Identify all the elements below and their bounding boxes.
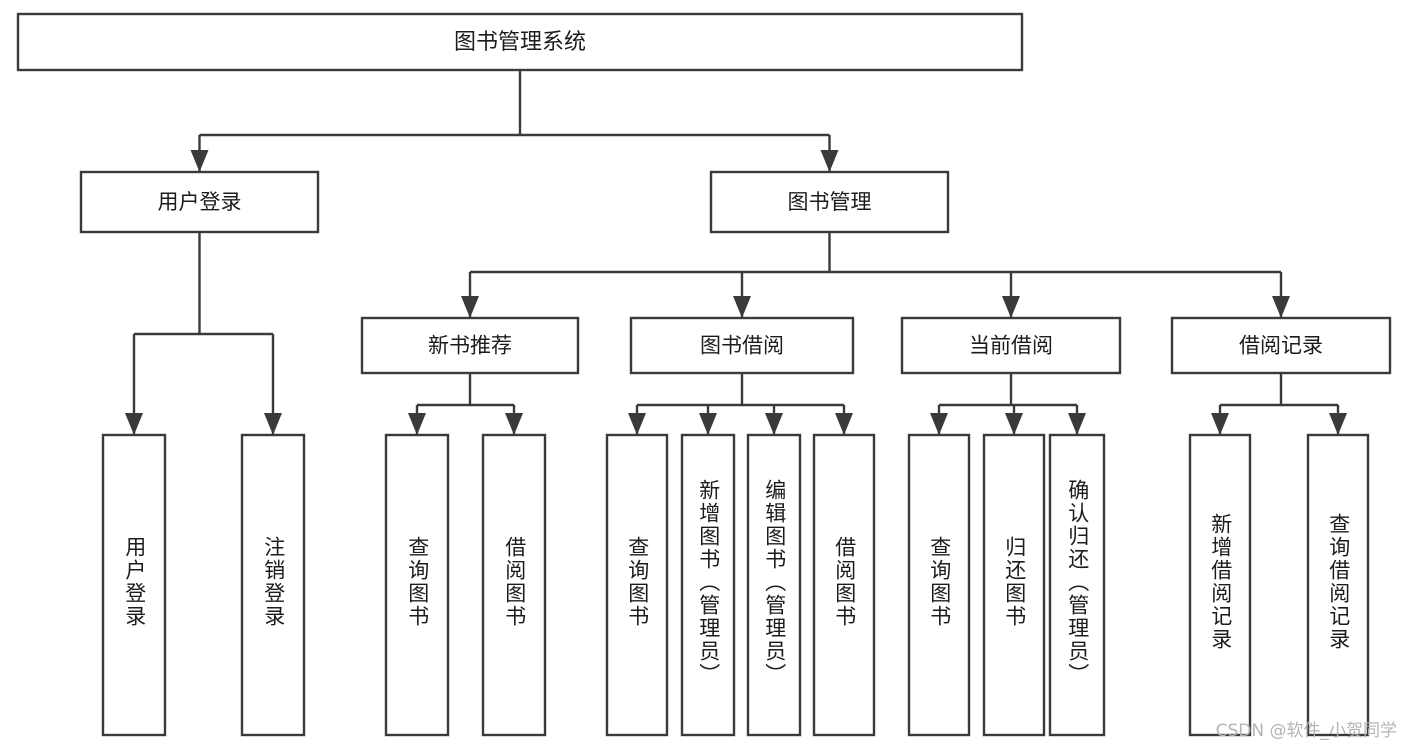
node-level3-rect[interactable]: [1170, 316, 1392, 375]
node-leaf-rect[interactable]: [907, 433, 971, 737]
node-level2-rect[interactable]: [709, 170, 950, 234]
node-root-rect[interactable]: [16, 12, 1024, 72]
node-level3-label-0: 新书推荐: [428, 334, 512, 358]
node-level2-label-0: 用户登录: [158, 190, 242, 214]
arrow-level2-to-level3-0: [461, 296, 479, 318]
arrow-new-books-to-leaf-1: [505, 413, 523, 435]
node-level2-0[interactable]: [79, 170, 320, 234]
node-leaf-7[interactable]: [812, 433, 876, 737]
node-leaf-rect[interactable]: [1306, 433, 1370, 737]
arrow-root-to-level2-0: [190, 150, 209, 172]
node-leaf-5[interactable]: [680, 433, 736, 737]
node-level3-label-1: 图书借阅: [700, 334, 784, 358]
node-leaf-rect[interactable]: [240, 433, 306, 737]
node-level2-1[interactable]: [709, 170, 950, 234]
node-leaf-10[interactable]: [1048, 433, 1106, 737]
arrow-root-to-level2-1: [820, 150, 839, 172]
node-leaf-rect[interactable]: [605, 433, 669, 737]
node-leaf-9[interactable]: [982, 433, 1046, 737]
node-level3-3[interactable]: [1170, 316, 1392, 375]
arrow-records-to-leaf-0: [1211, 413, 1229, 435]
node-root[interactable]: [16, 12, 1024, 72]
node-level3-label-3: 借阅记录: [1239, 334, 1323, 358]
arrow-borrow-to-leaf-1: [699, 413, 717, 435]
node-leaf-rect[interactable]: [812, 433, 876, 737]
node-level3-2[interactable]: [900, 316, 1122, 375]
arrow-current-to-leaf-1: [1005, 413, 1023, 435]
node-leaf-11[interactable]: [1188, 433, 1252, 737]
node-level3-label-2: 当前借阅: [969, 334, 1053, 358]
node-leaf-1[interactable]: [240, 433, 306, 737]
arrow-user-login-to-leaf-0: [125, 413, 143, 435]
arrow-current-to-leaf-0: [930, 413, 948, 435]
arrow-level2-to-level3-1: [733, 296, 751, 318]
node-level2-label-1: 图书管理: [788, 190, 872, 214]
arrow-borrow-to-leaf-2: [765, 413, 783, 435]
edges-layer: [125, 70, 1347, 435]
node-leaf-rect[interactable]: [384, 433, 450, 737]
node-level3-rect[interactable]: [629, 316, 855, 375]
arrow-new-books-to-leaf-0: [408, 413, 426, 435]
node-leaf-rect[interactable]: [982, 433, 1046, 737]
node-leaf-6[interactable]: [746, 433, 802, 737]
node-level3-rect[interactable]: [900, 316, 1122, 375]
arrow-user-login-to-leaf-1: [264, 413, 282, 435]
node-level2-rect[interactable]: [79, 170, 320, 234]
node-leaf-rect[interactable]: [680, 433, 736, 737]
arrow-level2-to-level3-2: [1002, 296, 1020, 318]
node-leaf-2[interactable]: [384, 433, 450, 737]
arrow-borrow-to-leaf-0: [628, 413, 646, 435]
node-leaf-rect[interactable]: [481, 433, 547, 737]
node-leaf-rect[interactable]: [1048, 433, 1106, 737]
node-leaf-0[interactable]: [101, 433, 167, 737]
boxes-layer: [16, 12, 1392, 737]
arrow-current-to-leaf-2: [1068, 413, 1086, 435]
node-leaf-3[interactable]: [481, 433, 547, 737]
arrow-level2-to-level3-3: [1272, 296, 1290, 318]
arrow-records-to-leaf-1: [1329, 413, 1347, 435]
node-root-label: 图书管理系统: [454, 30, 586, 55]
node-level3-0[interactable]: [360, 316, 580, 375]
csdn-watermark: CSDN @软件_小贺同学: [1215, 721, 1397, 741]
node-level3-rect[interactable]: [360, 316, 580, 375]
node-leaf-12[interactable]: [1306, 433, 1370, 737]
node-level3-1[interactable]: [629, 316, 855, 375]
node-leaf-rect[interactable]: [101, 433, 167, 737]
node-leaf-8[interactable]: [907, 433, 971, 737]
arrow-borrow-to-leaf-3: [835, 413, 853, 435]
node-leaf-rect[interactable]: [1188, 433, 1252, 737]
node-leaf-4[interactable]: [605, 433, 669, 737]
node-leaf-rect[interactable]: [746, 433, 802, 737]
